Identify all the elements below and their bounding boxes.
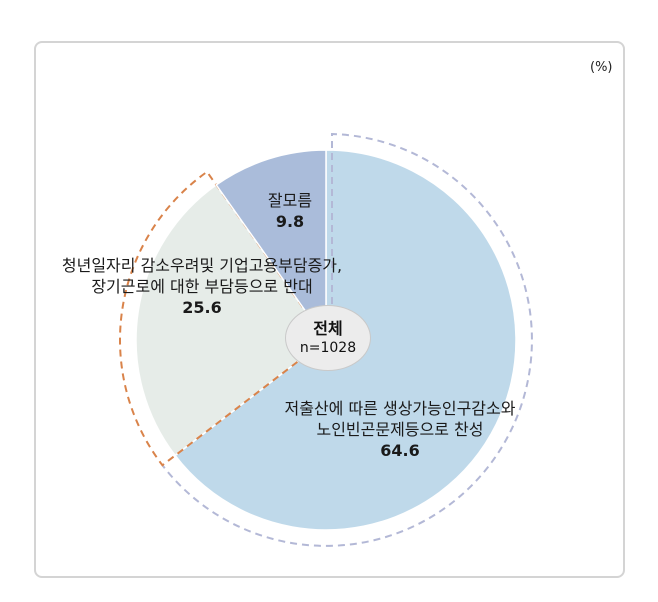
slice-label-agree-line1: 저출산에 따른 생상가능인구감소와 [284,399,516,418]
slice-label-dontknow-line1: 잘모름 [267,191,313,210]
slice-label-dontknow: 잘모름 9.8 [255,190,325,232]
center-total-label: 전체 n=1028 [285,305,371,371]
slice-outline-oppose [119,170,327,467]
slice-label-agree-line2: 노인빈곤문제등으로 찬성 [316,420,484,439]
slice-value-oppose: 25.6 [182,298,222,317]
slice-outline-agree [161,132,533,547]
center-sample-size: n=1028 [299,340,357,356]
pie-slice-oppose [135,183,328,457]
slice-label-agree: 저출산에 따른 생상가능인구감소와 노인빈곤문제등으로 찬성 64.6 [250,398,550,461]
center-title: 전체 [313,319,343,338]
slice-value-dontknow: 9.8 [275,212,305,231]
slice-label-oppose-line1: 청년일자리 감소우려및 기업고용부담증가, [61,256,343,275]
slice-value-agree: 64.6 [380,441,420,460]
slice-label-oppose-line2: 장기근로에 대한 부담등으로 반대 [91,277,313,296]
pie-slice-dontknow [215,149,327,343]
slice-label-oppose: 청년일자리 감소우려및 기업고용부담증가, 장기근로에 대한 부담등으로 반대 … [16,255,388,318]
unit-label: (%) [590,60,613,75]
